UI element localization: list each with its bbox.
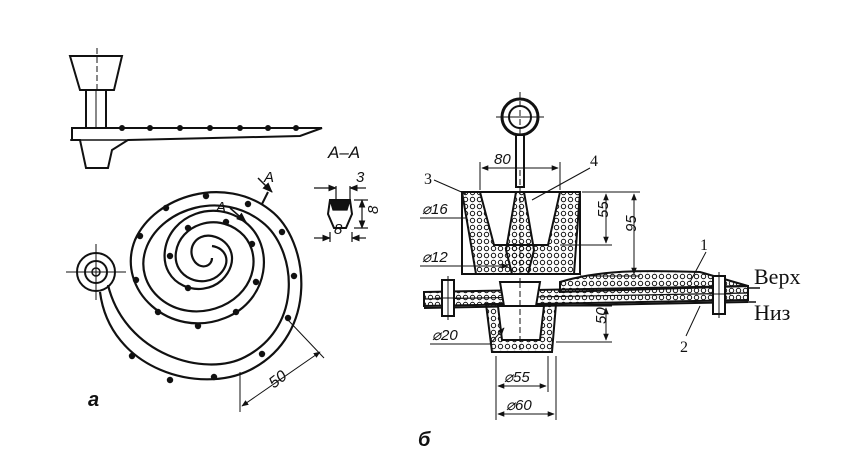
caption-a: а [88,389,99,411]
dim-a-8-vertical: 8 [365,205,382,214]
dim-a-8-horizontal: 8 [334,221,343,238]
figure-b-pouring-cup [460,170,582,340]
dim-b-55-top: 55 [595,201,612,218]
dim-a-3: 3 [356,169,365,186]
dim-a-50: 50 [266,368,291,392]
section-mark-top: А [263,169,274,186]
dim-b-d16: ⌀16 [422,201,448,218]
section-mark-inner: А [215,199,226,216]
ref-2: 2 [680,339,688,356]
dim-b-d60: ⌀60 [506,397,532,414]
figure-b-sprue-handle [496,92,544,188]
ref-1: 1 [700,237,708,254]
figure-b-dimensions [420,162,760,420]
dim-b-d55: ⌀55 [504,369,530,386]
ref-4: 4 [590,153,598,170]
figure-b-lower-crucible [484,281,558,353]
dim-b-95: 95 [623,215,640,232]
section-a-a [314,184,368,242]
dim-b-50: 50 [593,307,610,324]
label-bottom: Низ [754,300,790,325]
dim-b-d20: ⌀20 [432,327,458,344]
caption-b: б [418,429,431,451]
figure-b-mold-plates [423,270,749,320]
section-title: А–А [327,143,360,162]
figure-a-side-view [68,48,323,169]
dim-b-80: 80 [494,151,511,168]
dim-b-d12: ⌀12 [422,249,448,266]
label-top: Верх [754,264,800,289]
ref-3: 3 [424,171,432,188]
figure-a-spiral-plan [66,177,325,412]
